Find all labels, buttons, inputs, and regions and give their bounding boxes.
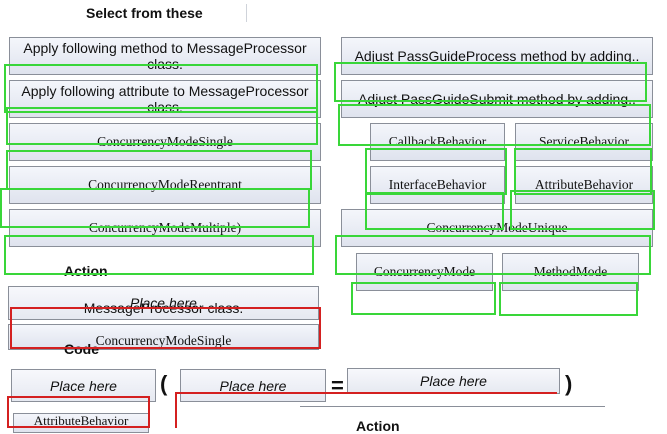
drop-zone-outline [6, 107, 318, 145]
option-label: Adjust PassGuideSubmit method by adding.… [358, 90, 636, 107]
placed-item-label: AttributeBehavior [33, 413, 129, 428]
option-concurrency-reentrant[interactable]: ConcurrencyModeReentrant [9, 166, 321, 204]
equals-sign: = [331, 373, 344, 398]
option-label: ConcurrencyModeUnique [426, 220, 568, 236]
heading-divider [246, 4, 247, 22]
answer-zone-outline [10, 307, 321, 349]
select-heading: Select from these [86, 5, 203, 21]
code-slot-3[interactable]: Place here [347, 368, 560, 394]
option-adjust-submit[interactable]: Adjust PassGuideSubmit method by adding.… [341, 80, 653, 118]
option-label: ConcurrencyMode [373, 264, 476, 280]
option-label: MethodMode [533, 264, 608, 280]
answer-zone-outline [7, 396, 150, 428]
drop-zone-outline [365, 148, 507, 195]
close-paren: ) [565, 371, 573, 396]
option-label: InterfaceBehavior [388, 177, 487, 193]
placeholder-text: Place here [219, 377, 287, 394]
drop-zone-outline [510, 190, 655, 230]
placeholder-text: Place here [420, 373, 487, 389]
drop-zone-outline [338, 104, 651, 146]
action-placed-item[interactable]: ConcurrencyModeSingle [8, 324, 319, 350]
drop-zone-outline [6, 150, 312, 190]
option-method-mode[interactable]: MethodMode [502, 253, 639, 291]
code-underline [300, 406, 605, 407]
code-label: Code [64, 341, 99, 357]
option-concurrency-multiple[interactable]: ConcurrencyModeMultiple) [9, 209, 321, 247]
drop-zone-outline [334, 62, 647, 102]
option-label: AttributeBehavior [534, 177, 634, 193]
drop-zone-outline [4, 64, 318, 113]
answer-zone-outline [175, 392, 557, 428]
drop-zone-outline [0, 188, 310, 228]
drop-zone-outline [351, 282, 496, 315]
option-concurrency-single[interactable]: ConcurrencyModeSingle [9, 123, 321, 161]
placeholder-text: Place here [50, 377, 117, 394]
option-callback-behavior[interactable]: CallbackBehavior [370, 123, 505, 161]
option-interface-behavior[interactable]: InterfaceBehavior [370, 166, 505, 204]
option-concurrency-mode[interactable]: ConcurrencyMode [356, 253, 493, 291]
placed-item-label: ConcurrencyModeSingle [95, 333, 232, 349]
option-apply-method[interactable]: Apply following method to MessageProcess… [9, 37, 321, 75]
option-label: ConcurrencyModeSingle [97, 134, 233, 150]
code-slot-2[interactable]: Place here [180, 369, 326, 402]
option-label: Adjust PassGuideProcess method by adding… [354, 47, 640, 64]
option-adjust-process[interactable]: Adjust PassGuideProcess method by adding… [341, 37, 653, 75]
drop-zone-outline [514, 148, 652, 195]
option-attribute-behavior[interactable]: AttributeBehavior [515, 166, 653, 204]
drop-zone-outline [365, 192, 504, 230]
drop-zone-outline [499, 282, 638, 316]
open-paren: ( [160, 371, 168, 396]
drop-zone-outline [4, 235, 314, 275]
drop-zone-outline [335, 235, 651, 275]
action-label: Action [64, 263, 108, 279]
